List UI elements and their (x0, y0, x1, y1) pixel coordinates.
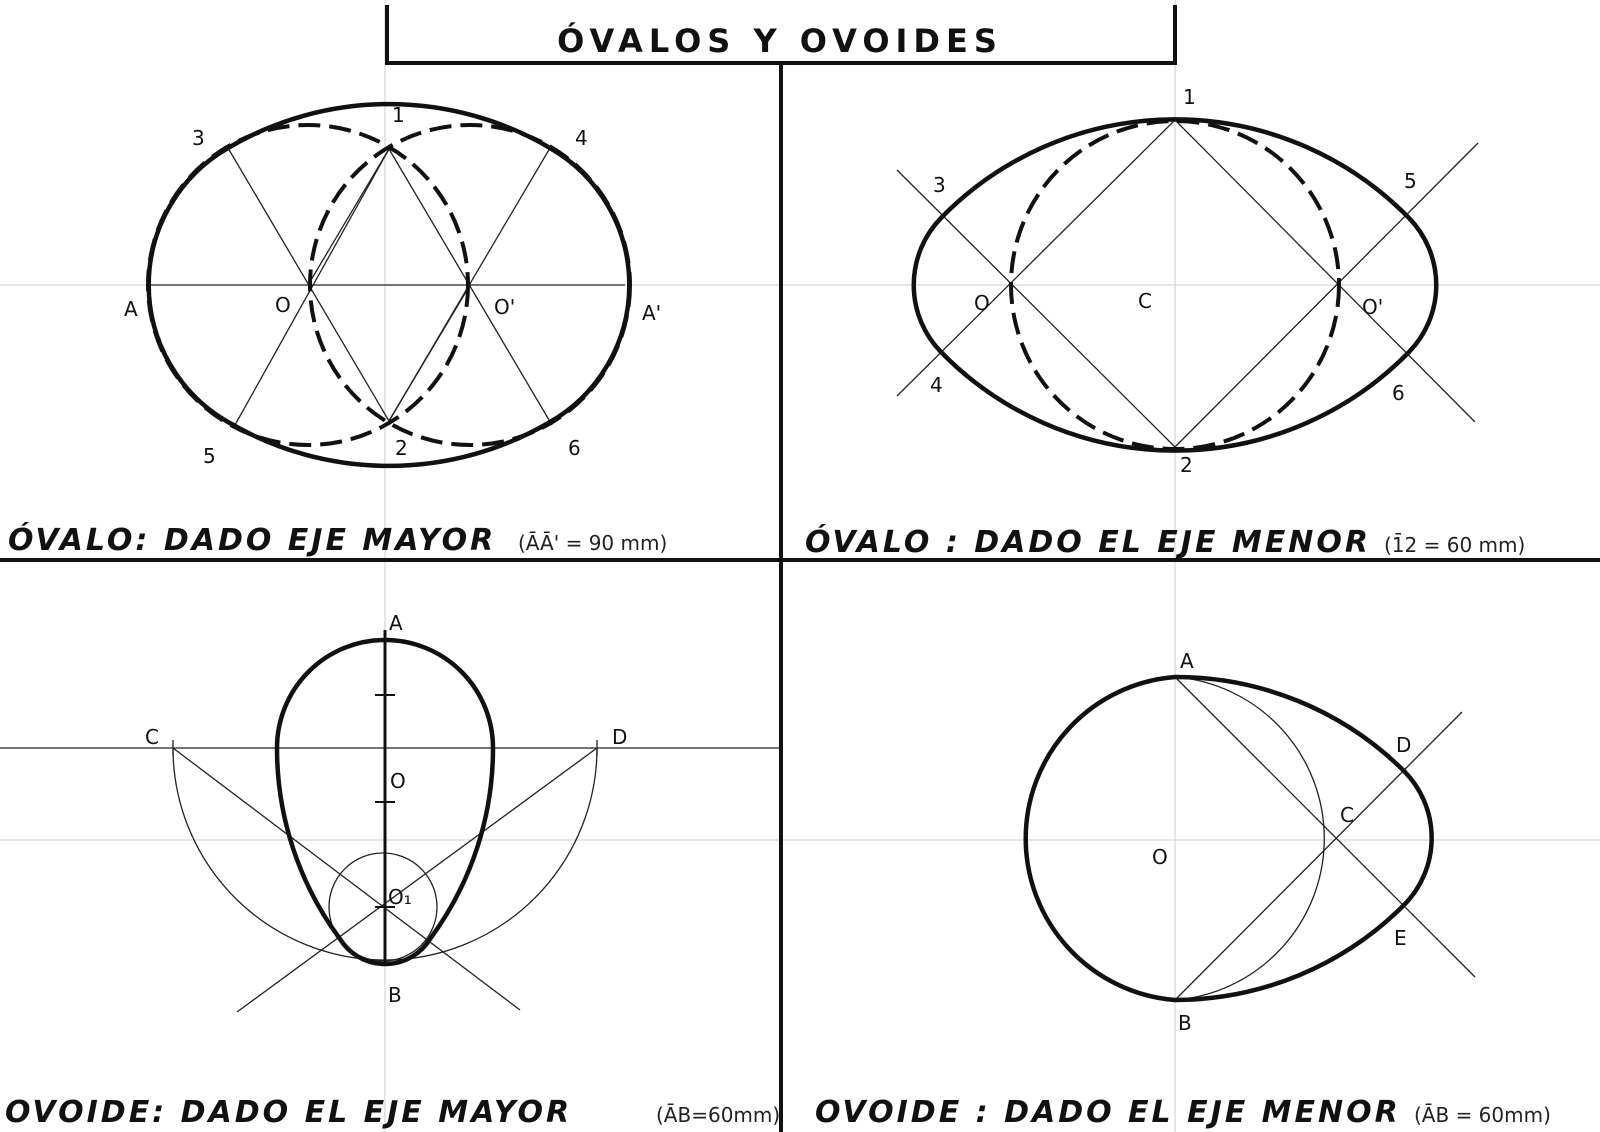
point-label: C (1138, 289, 1152, 313)
point-label: 2 (395, 436, 408, 460)
point-label: C (145, 725, 159, 749)
point-label: A' (642, 301, 661, 325)
panel-oval-minor-axis: 1 2 3 4 5 6 O O' C ÓVALO : DADO EL EJE M… (805, 85, 1525, 560)
panel-ovoid-major-axis: A B C D O O₁ OVOIDE: DADO EL EJE MAYOR (… (0, 611, 780, 1130)
oval-outline (146, 101, 632, 469)
point-label: O (974, 291, 990, 315)
panel-caption: ÓVALO : DADO EL EJE MENOR (805, 523, 1371, 560)
panel-caption: OVOIDE : DADO EL EJE MENOR (815, 1095, 1401, 1130)
panel-caption: OVOIDE: DADO EL EJE MAYOR (5, 1095, 572, 1130)
construction-line (388, 148, 553, 426)
point-label: O (390, 769, 406, 793)
point-label: 1 (1183, 85, 1196, 109)
point-label: E (1394, 926, 1407, 950)
construction-line (1174, 711, 1463, 1001)
construction-line (1174, 142, 1479, 448)
point-label: C (1340, 803, 1354, 827)
construction-line (236, 747, 598, 1013)
point-label: 4 (930, 373, 943, 397)
point-label: 1 (392, 103, 405, 127)
point-label: 6 (568, 436, 581, 460)
point-label: B (1178, 1011, 1192, 1035)
construction-line (1174, 119, 1476, 423)
point-label: 3 (192, 126, 205, 150)
panel-ovoid-minor-axis: A B C D E O OVOIDE : DADO EL EJE MENOR (… (815, 649, 1551, 1130)
point-label: D (612, 725, 627, 749)
panel-note: (ĀĀ' = 90 mm) (518, 531, 667, 555)
construction-line (1174, 676, 1476, 978)
ovoid-outline (1023, 674, 1434, 1003)
point-label: A (124, 297, 138, 321)
point-label: B (388, 983, 402, 1007)
panel-note: (1̄2 = 60 mm) (1384, 532, 1525, 557)
construction-line (328, 852, 438, 962)
construction-line (172, 747, 521, 1011)
sheet-title: ÓVALOS Y OVOIDES (557, 21, 1003, 60)
panel-oval-major-axis: A A' O O' 1 2 3 4 5 6 ÓVALO: DADO EJE MA… (8, 101, 667, 558)
point-label: O (275, 293, 291, 317)
point-label: A (389, 611, 403, 635)
point-label: 6 (1392, 381, 1405, 405)
point-label: 3 (933, 173, 946, 197)
point-label: 5 (203, 444, 216, 468)
construction-line (388, 284, 471, 422)
panel-caption: ÓVALO: DADO EJE MAYOR (8, 521, 496, 558)
panel-note: (ĀB = 60mm) (1414, 1103, 1551, 1127)
ovoid-outline (274, 637, 496, 967)
point-label: D (1396, 733, 1411, 757)
point-label: 4 (575, 126, 588, 150)
point-label: O (1152, 845, 1168, 869)
point-label: 2 (1180, 453, 1193, 477)
construction-line (896, 169, 1176, 448)
point-label: O' (494, 295, 515, 319)
point-label: 5 (1404, 169, 1417, 193)
panel-note: (ĀB=60mm) (656, 1103, 780, 1127)
construction-line (896, 119, 1176, 397)
sheet-frame (0, 5, 1600, 1132)
point-label: O₁ (388, 885, 412, 909)
oval-outline (911, 117, 1439, 453)
construction-line (307, 148, 390, 286)
construction-line (1174, 676, 1325, 1001)
point-label: A (1180, 649, 1194, 673)
point-label: O' (1362, 295, 1383, 319)
